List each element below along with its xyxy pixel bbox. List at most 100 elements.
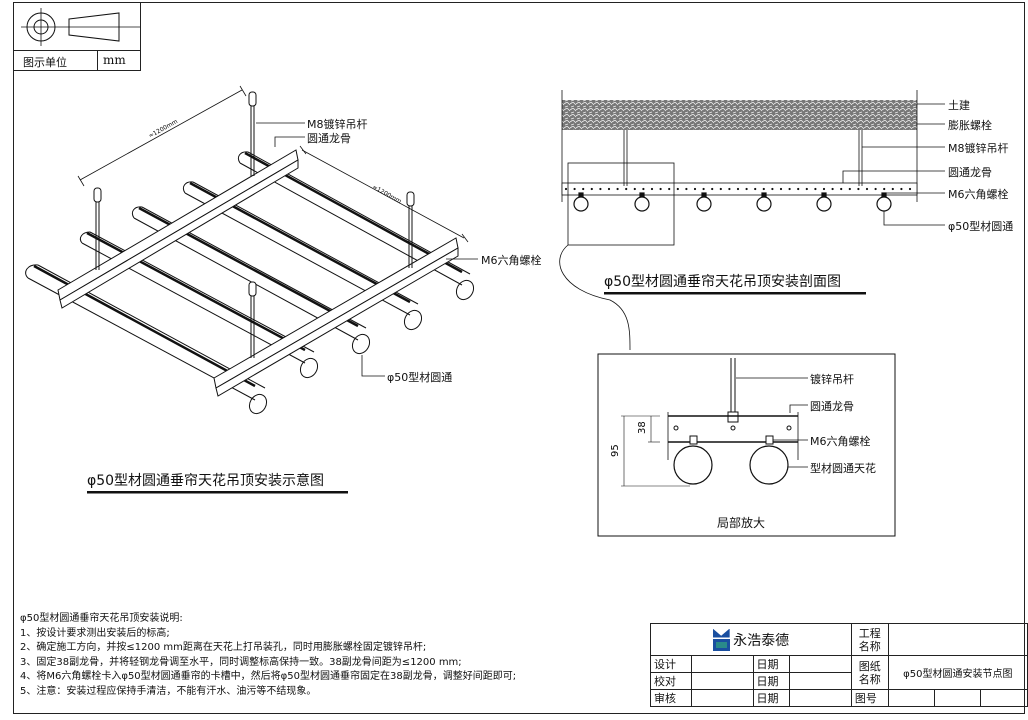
keel-hole [659,187,662,191]
unit-value: mm [103,53,126,67]
unit-row: 图示单位 mm [13,50,140,71]
note-item: 4、将M6六角螺栓卡入φ50型材圆通垂帘的卡槽中，然后将φ50型材圆通垂帘固定在… [20,671,517,682]
keel-hole [754,187,757,191]
section-title-underline [604,292,866,295]
keel-hole [745,187,748,191]
keel-hole [736,187,740,191]
keel-hole [582,187,585,191]
section-callout-keel: 圆通龙骨 [948,166,992,179]
keel-hole [831,187,834,191]
section-tube [696,196,712,212]
keel-hole [573,187,576,191]
project-name-value [887,623,1028,656]
drawing-no-cell [934,689,982,707]
iso-view-title: φ50型材圆通垂帘天花吊顶安装示意图 [87,473,325,489]
section-holes: (function(){ var g=document.currentScrip… [564,187,912,191]
section-callout-anchor: 膨胀螺栓 [948,119,992,132]
section-tubes: (function(){ var g=document.currentScrip… [573,192,892,212]
keel-hole [590,187,593,191]
check-label: 校对 [650,672,692,690]
keel-hole [676,187,679,191]
section-view-drawing: (function(){ var g=document.currentScrip… [559,90,945,351]
detail-callout-bolt: M6六角螺栓 [810,435,871,448]
keel-hole [857,187,860,191]
keel-hole [865,187,869,191]
keel-hole [564,187,568,191]
company-cell: 永浩泰德 [650,623,852,656]
keel-hole [607,187,611,191]
keel-hole [711,187,714,191]
review-date-value [789,689,852,707]
iso-callout-tube: φ50型材圆通 [387,371,453,384]
iso-callout-rod: M8镀锌吊杆 [307,118,368,131]
check-value [690,672,754,690]
keel-hole [822,187,826,191]
drawing-name-value: φ50型材圆通安装节点图 [887,655,1028,690]
keel-hole [908,187,912,191]
note-item: 1、按设计要求测出安装后的标高; [20,627,170,639]
keel-hole [668,187,671,191]
keel-hole [779,187,783,191]
dim-38: 38 [637,421,648,434]
note-item: 2、确定施工方向，并按≤1200 mm距离在天花上打吊装孔，同时用膨胀螺栓固定镀… [20,642,427,653]
review-value [690,689,754,707]
review-label: 审核 [650,689,692,707]
section-view-title: φ50型材圆通垂帘天花吊顶安装剖面图 [604,274,842,290]
drawing-no-cell [887,689,936,707]
rod-2 [93,187,102,270]
keel-left [57,149,299,309]
date-label: 日期 [752,672,791,690]
keel-hole [805,187,808,191]
section-callout-structure: 土建 [948,99,970,112]
note-item: 3、固定38副龙骨，并将轻钢龙骨调至水平，同时调整标高保持一致。38副龙骨间距为… [20,656,462,668]
drawing-no-label: 图号 [850,689,889,707]
iso-callout-keel: 圆通龙骨 [307,132,351,145]
keel-hole [900,187,903,191]
drawing-name-label: 图纸名称 [850,655,889,690]
section-tube [573,196,589,212]
section-callout-tube: φ50型材圆通 [948,220,1014,233]
detail-view-title: 局部放大 [717,516,766,530]
keel-hole [650,187,654,191]
keel-hole [616,187,619,191]
company-logo-icon [712,628,730,651]
keel-hole [642,187,645,191]
hanger-rods [93,91,415,358]
date-label: 日期 [752,655,791,673]
keel-hole [891,187,894,191]
dimension-label-1: ≈1200mm [148,118,180,140]
detail-callout-ceiling: 型材圆通天花 [810,462,876,475]
rod-4 [248,281,257,358]
keel-hole [848,187,851,191]
detail-callout-keel: 圆通龙骨 [810,400,854,413]
first-angle-projection-icon [21,8,140,46]
section-callout-rod: M8镀锌吊杆 [948,142,1009,155]
installation-notes: φ50型材圆通垂帘天花吊顶安装说明: 1、按设计要求测出安装后的标高; 2、确定… [20,612,516,699]
section-leaders [842,103,945,226]
company-name: 永浩泰德 [733,632,790,649]
iso-callout-bolt: M6六角螺栓 [481,254,542,267]
keel-hole [771,187,774,191]
unit-label: 图示单位 [23,56,67,69]
dimension-label-2: ≈1200mm [371,184,403,206]
iso-title-underline [87,491,348,494]
keel-hole [625,187,628,191]
section-tube [876,196,892,212]
section-tube [816,196,832,212]
keel-hole [762,187,765,191]
keel-hole [719,187,722,191]
drawing-no-cell [980,689,1028,707]
section-tube [634,196,650,212]
check-date-value [789,672,852,690]
dim-95: 95 [610,444,621,457]
keel-hole [797,187,800,191]
keel-hole [883,187,886,191]
note-item: 5、注意：安装过程应保持手清洁，不能有汗水、油污等不结现象。 [20,685,317,697]
rod-3 [406,191,415,268]
section-callout-bolt: M6六角螺栓 [948,188,1009,201]
section-tube [756,196,772,212]
keel-hole [840,187,843,191]
iso-leaders [256,122,478,377]
iso-dimensions [77,85,469,243]
